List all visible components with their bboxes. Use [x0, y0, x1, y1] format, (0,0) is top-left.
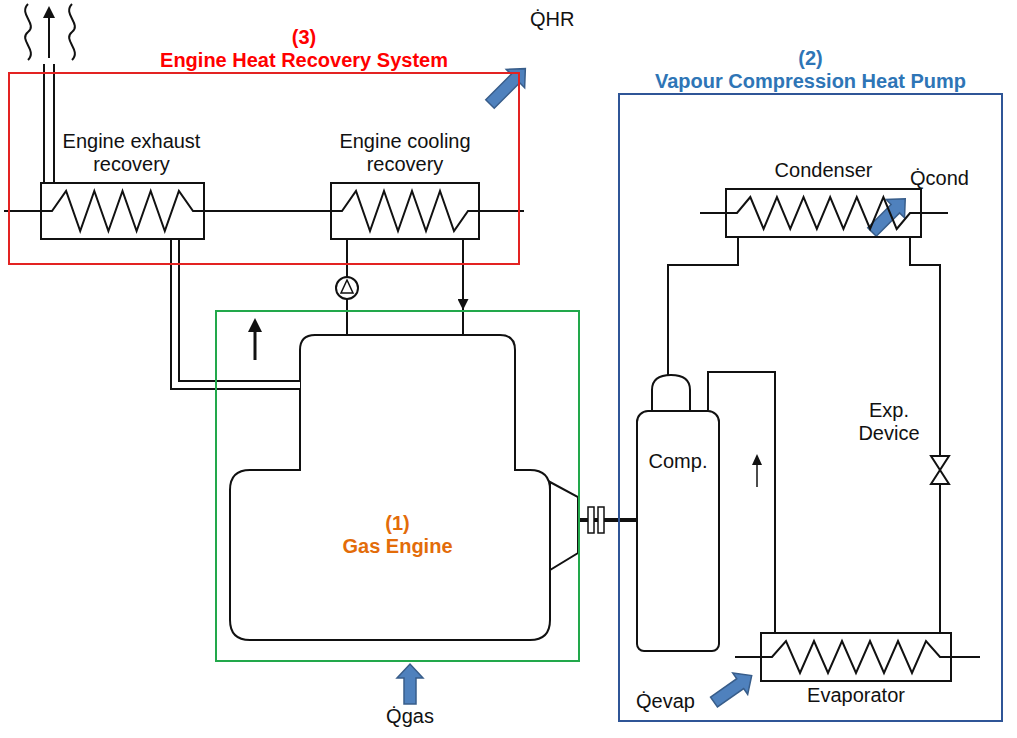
pipe-line — [940, 545, 941, 632]
heat-exchanger: Evaporator — [760, 632, 952, 682]
exhaust-pipe-bore — [175, 240, 215, 385]
system-title: Gas Engine — [217, 535, 578, 558]
system-region: Engine exhaust recoveryEngine cooling re… — [8, 72, 520, 265]
valve-symbol — [939, 395, 941, 456]
arrowhead — [463, 240, 464, 310]
heat-flow-label: Q̇gas — [386, 705, 434, 728]
exhaust-pipe-bore — [215, 382, 300, 388]
component-label: Exp. Device — [854, 399, 924, 445]
heat-exchanger-coil — [762, 641, 950, 673]
water-pipe — [952, 656, 980, 658]
system-title: Vapour Compression Heat Pump — [620, 70, 1001, 93]
pipe-line — [463, 240, 464, 310]
heat-flow-arrow — [707, 665, 760, 713]
heat-exchanger-coil — [332, 184, 478, 238]
exhaust-flow — [48, 16, 50, 58]
heat-flow-label: Q̇cond — [910, 167, 969, 190]
heat-flow-arrow — [397, 664, 423, 704]
water-pipe — [700, 212, 725, 214]
heat-exchanger-coil — [332, 191, 478, 231]
heat-exchanger-coil — [727, 190, 920, 236]
engine-nose — [550, 482, 578, 570]
component-label: Evaporator — [762, 684, 950, 707]
heat-exchanger: Engine exhaust recovery — [40, 182, 205, 240]
water-pipe — [922, 212, 948, 214]
valve-symbol — [939, 484, 941, 545]
exhaust-pipe — [215, 380, 300, 390]
exhaust-stack — [43, 64, 45, 182]
pipe-line — [939, 545, 941, 632]
pipe-line — [462, 240, 464, 310]
heat-flow-arrow — [863, 190, 915, 242]
heat-flow-label: Q̇evap — [636, 690, 695, 713]
exhaust-arrowhead — [43, 6, 55, 18]
system-title: Engine Heat Recovery System — [50, 49, 558, 72]
pipe-line — [205, 211, 330, 212]
exhaust-pipe — [175, 240, 215, 385]
component-label: Comp. — [638, 450, 718, 473]
exhaust-plume — [69, 4, 75, 60]
pipe-line — [205, 210, 330, 212]
pipe-line — [910, 238, 940, 395]
flow-arrow — [254, 330, 257, 360]
exhaust-stack — [53, 64, 55, 182]
pump-symbol — [336, 277, 358, 299]
component-label: Condenser — [727, 159, 920, 182]
heat-exchanger-coil — [727, 197, 920, 229]
coolant-pipe — [462, 310, 464, 335]
shaft-coupling — [588, 507, 594, 533]
compressor: Comp. — [636, 410, 720, 652]
gas-engine-box: (1)Gas Engine — [215, 310, 580, 662]
flow-arrow — [756, 462, 758, 487]
flow-arrow — [752, 454, 762, 465]
callout-number: (2) — [620, 47, 1001, 70]
exhaust-plume — [25, 4, 31, 60]
valve-symbol — [928, 395, 952, 545]
compressor-dome — [652, 375, 690, 411]
pipe-line — [910, 238, 940, 395]
heat-exchanger-coil — [42, 184, 203, 238]
heat-exchanger: Engine cooling recovery — [330, 182, 480, 240]
expansion-valve: Exp. Device — [854, 395, 952, 545]
water-pipe — [480, 210, 524, 212]
callout-number: (3) — [50, 26, 558, 49]
coolant-pipe — [346, 310, 348, 335]
shaft-coupling — [598, 507, 604, 533]
heat-exchanger-coil — [42, 191, 203, 231]
heat-exchanger: Condenser — [725, 188, 922, 238]
flow-arrow — [248, 318, 262, 332]
heat-flow-arrow — [481, 59, 535, 113]
component-label: Engine cooling recovery — [332, 130, 478, 176]
callout-number: (1) — [217, 512, 578, 535]
exhaust-pipe — [175, 240, 215, 385]
heat-exchanger-coil — [762, 634, 950, 680]
water-pipe — [735, 656, 760, 658]
heat-flow-label: Q̇HR — [530, 8, 574, 31]
valve-symbol — [931, 456, 949, 484]
component-label: Engine exhaust recovery — [60, 130, 203, 176]
pump-symbol — [341, 280, 353, 293]
